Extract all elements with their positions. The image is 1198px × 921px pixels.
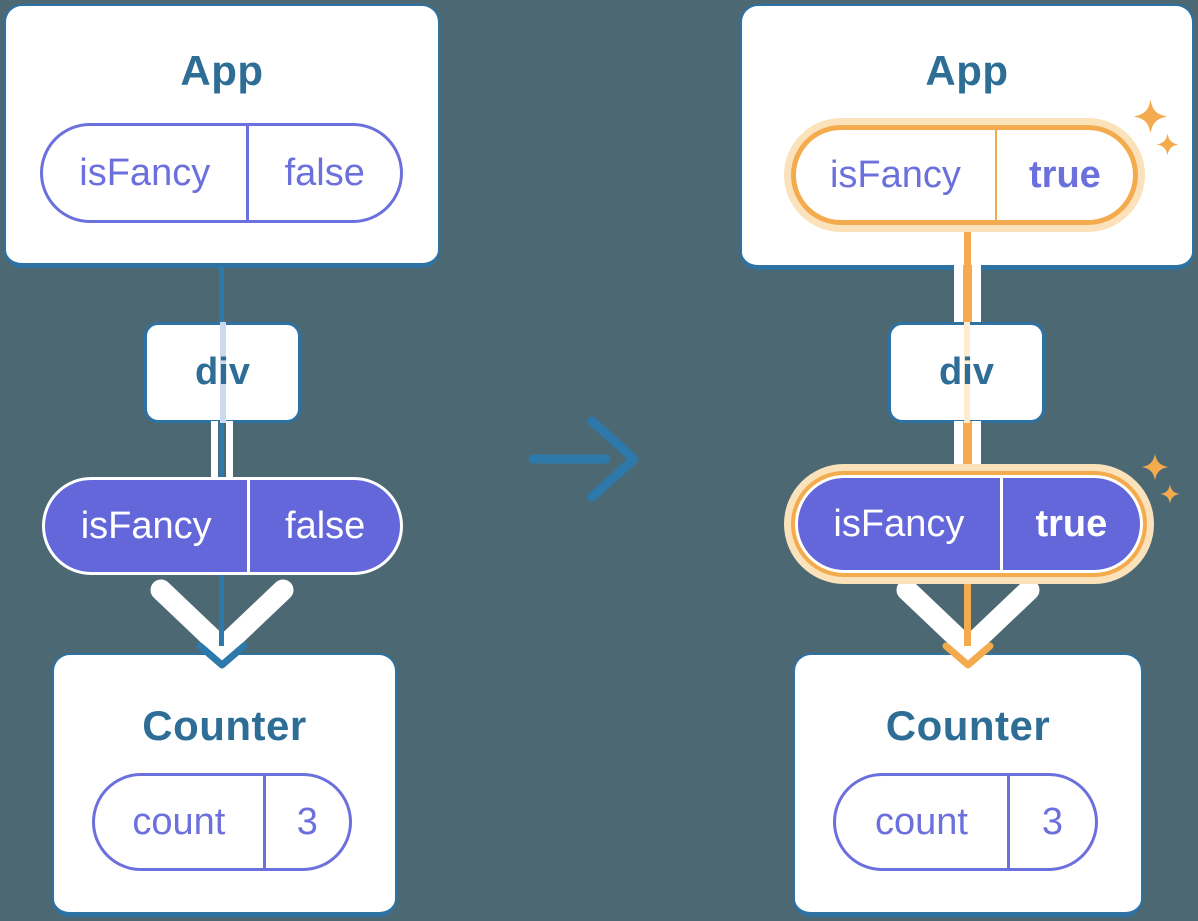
arrowhead-icon bbox=[196, 642, 248, 669]
edge-pill-to-card-bottom bbox=[964, 232, 971, 268]
context-edge-left bbox=[954, 265, 963, 324]
edge-through-div bbox=[963, 322, 970, 423]
app-state-pill-before: isFancy false bbox=[40, 123, 403, 223]
prop-key: isFancy bbox=[833, 503, 965, 545]
edge-div-to-pill-after bbox=[963, 421, 972, 479]
div-label: div bbox=[195, 351, 250, 393]
arrowhead-icon bbox=[942, 642, 994, 669]
prop-key: isFancy bbox=[80, 505, 212, 547]
prop-edge-right bbox=[226, 421, 233, 479]
div-label: div bbox=[939, 351, 994, 393]
counter-title: Counter bbox=[885, 702, 1051, 749]
edge-app-to-div-after bbox=[963, 265, 972, 324]
prop-edge-left bbox=[211, 421, 218, 479]
app-title: App bbox=[925, 47, 1009, 94]
prop-pill-before: isFancy false bbox=[42, 477, 403, 575]
app-state-pill-after: isFancy true bbox=[791, 125, 1138, 225]
context-edge-left bbox=[954, 421, 963, 479]
sparkle-icon bbox=[1141, 453, 1169, 481]
state-key: count bbox=[132, 801, 226, 843]
state-value: false bbox=[246, 126, 400, 220]
edge-pill-to-counter-after bbox=[964, 574, 971, 646]
sparkle-icon bbox=[1133, 99, 1168, 134]
edge-pill-to-counter bbox=[219, 574, 224, 646]
counter-title: Counter bbox=[142, 702, 307, 749]
div-node-after: div bbox=[888, 322, 1045, 423]
edge-through-div bbox=[219, 322, 226, 423]
div-node-before: div bbox=[144, 322, 301, 423]
counter-state-pill-after: count 3 bbox=[833, 773, 1098, 871]
app-title: App bbox=[180, 47, 264, 94]
sparkle-icon bbox=[1156, 133, 1179, 156]
prop-value: true bbox=[999, 478, 1140, 570]
edge-app-to-div bbox=[219, 266, 224, 324]
prop-arrow-icon bbox=[150, 579, 294, 659]
state-value: 3 bbox=[262, 776, 349, 868]
edge-div-to-pill bbox=[219, 421, 224, 479]
sparkle-icon bbox=[1160, 484, 1180, 504]
state-key: isFancy bbox=[79, 152, 211, 194]
prop-arrow-icon bbox=[896, 579, 1040, 659]
state-value: true bbox=[994, 130, 1133, 220]
context-edge-right bbox=[972, 421, 981, 479]
state-key: isFancy bbox=[829, 154, 961, 196]
prop-value: false bbox=[247, 480, 400, 572]
state-key: count bbox=[874, 801, 968, 843]
state-value: 3 bbox=[1006, 776, 1095, 868]
context-edge-right bbox=[972, 265, 981, 324]
transition-arrow-icon bbox=[528, 416, 639, 502]
counter-state-pill-before: count 3 bbox=[92, 773, 352, 871]
prop-pill-after: isFancy true bbox=[795, 475, 1143, 573]
